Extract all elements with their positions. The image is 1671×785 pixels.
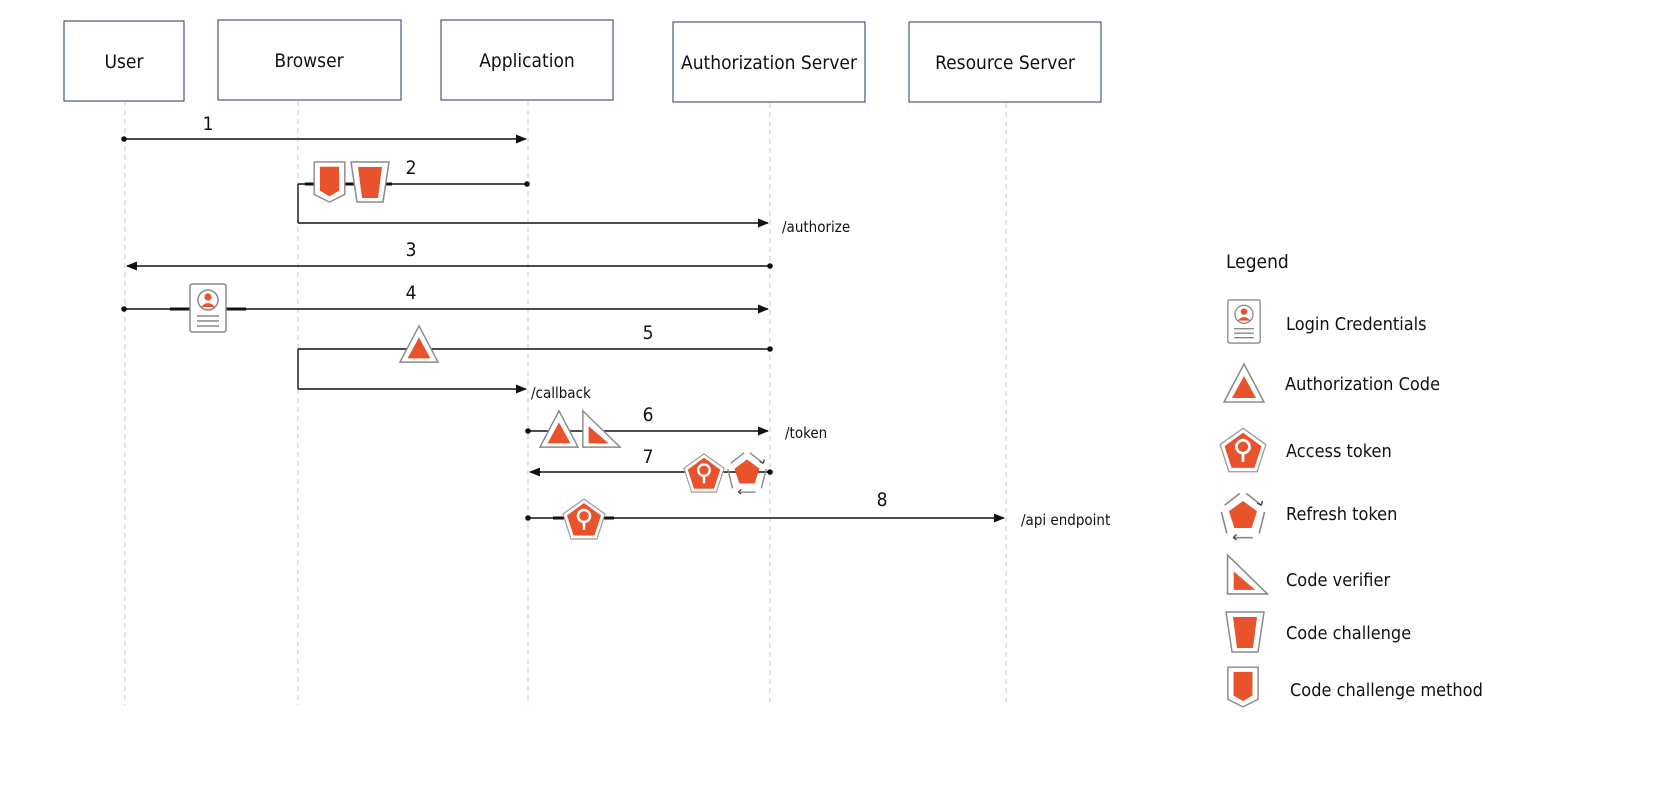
legend: Legend Login Credentials Authorization C… — [1218, 251, 1483, 708]
step-number-8: 8 — [877, 489, 888, 511]
legend-item-code-challenge: Code challenge — [1225, 611, 1411, 653]
message-step-4: 4 — [121, 282, 770, 333]
message-step-7: 7 — [528, 446, 773, 495]
step-number-4: 4 — [406, 282, 417, 304]
legend-item-code-challenge-method: Code challenge method — [1227, 666, 1483, 708]
login-credentials-icon — [1227, 299, 1261, 344]
refresh-token-icon — [727, 452, 767, 495]
code-challenge-method-icon — [1227, 666, 1259, 708]
legend-item-refresh-token: Refresh token — [1220, 492, 1397, 540]
step-number-7: 7 — [643, 446, 654, 468]
code-verifier-icon — [1226, 554, 1269, 595]
authorization-code-icon — [399, 325, 439, 363]
legend-item-login-credentials: Login Credentials — [1227, 299, 1427, 344]
endpoint-api: /api endpoint — [1021, 511, 1110, 529]
actor-label-application: Application — [479, 50, 575, 72]
code-challenge-icon — [350, 161, 390, 203]
endpoint-callback: /callback — [531, 384, 591, 402]
actor-application: Application — [440, 19, 614, 101]
access-token-icon — [682, 452, 726, 494]
step-number-6: 6 — [643, 404, 654, 426]
actor-browser: Browser — [217, 19, 402, 101]
legend-label: Login Credentials — [1286, 314, 1427, 335]
legend-label: Code challenge — [1286, 623, 1411, 644]
legend-item-authorization-code: Authorization Code — [1223, 363, 1440, 403]
actor-user: User — [63, 20, 185, 102]
endpoint-authorize: /authorize — [782, 218, 850, 236]
step-number-1: 1 — [203, 113, 214, 135]
message-step-6: 6 /token — [525, 404, 827, 448]
legend-title: Legend — [1226, 251, 1289, 273]
step-number-3: 3 — [406, 239, 417, 261]
message-step-8: 8 /api endpoint — [525, 489, 1110, 541]
legend-label: Refresh token — [1286, 504, 1397, 525]
actor-label-browser: Browser — [274, 50, 344, 72]
message-step-2: 2 /authorize — [297, 157, 850, 236]
access-token-icon — [561, 497, 607, 541]
authorization-code-icon — [1223, 363, 1265, 403]
access-token-icon — [1218, 426, 1268, 474]
legend-label: Code challenge method — [1290, 680, 1483, 701]
actor-label-user: User — [105, 51, 145, 73]
step-number-5: 5 — [643, 322, 654, 344]
authorization-code-icon — [539, 410, 579, 448]
legend-item-code-verifier: Code verifier — [1226, 554, 1390, 595]
legend-label: Authorization Code — [1285, 374, 1440, 395]
step-number-2: 2 — [406, 157, 417, 179]
actor-authorization-server: Authorization Server — [672, 21, 866, 103]
legend-item-access-token: Access token — [1218, 426, 1392, 474]
refresh-token-icon — [1220, 492, 1266, 540]
code-verifier-icon — [582, 410, 621, 448]
legend-label: Code verifier — [1286, 570, 1390, 591]
actor-label-authorization-server: Authorization Server — [681, 52, 858, 74]
code-challenge-method-icon — [313, 161, 346, 203]
message-step-1: 1 — [121, 113, 528, 144]
message-step-3: 3 — [125, 239, 773, 271]
login-credentials-icon — [189, 283, 227, 333]
code-challenge-icon — [1225, 611, 1265, 653]
actor-resource-server: Resource Server — [908, 21, 1102, 103]
legend-label: Access token — [1286, 441, 1392, 462]
actor-label-resource-server: Resource Server — [935, 52, 1076, 74]
message-step-5: 5 /callback — [297, 322, 773, 402]
endpoint-token: /token — [785, 424, 827, 442]
